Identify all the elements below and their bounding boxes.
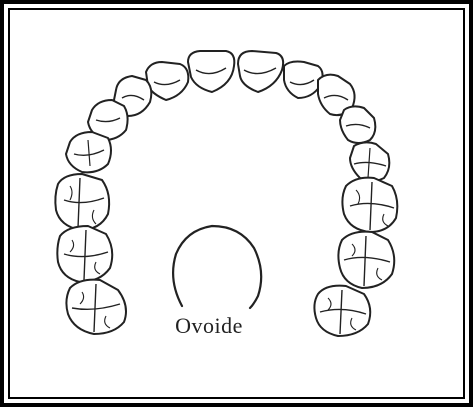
tooth-second-premolar-right: [350, 142, 389, 181]
tooth-central-incisor-left: [188, 51, 234, 92]
tooth-first-premolar-right: [340, 106, 375, 143]
dental-arch: [55, 51, 397, 336]
tooth-first-molar-right: [342, 178, 397, 232]
tooth-second-molar-right: [338, 232, 394, 288]
figure-caption: Ovoide: [0, 313, 418, 339]
tooth-second-premolar-left: [66, 132, 111, 172]
tooth-central-incisor-right: [238, 51, 283, 92]
ovoid-arch-form-symbol: [173, 226, 261, 308]
tooth-first-molar-left: [55, 174, 109, 230]
tooth-lateral-incisor-left: [146, 62, 188, 100]
tooth-lateral-incisor-right: [284, 62, 323, 99]
tooth-second-molar-left: [57, 226, 112, 282]
